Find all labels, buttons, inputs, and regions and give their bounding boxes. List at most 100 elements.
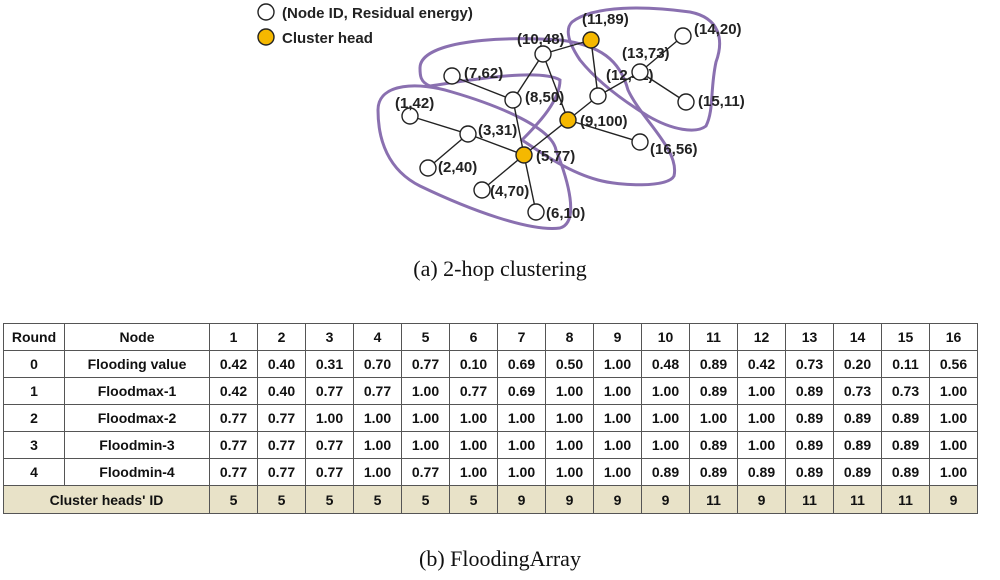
header-cell-9: 8 — [545, 323, 594, 351]
node-label-8: (8,50) — [525, 89, 564, 106]
value-cell: 1.00 — [497, 431, 546, 459]
value-cell: 1.00 — [545, 458, 594, 486]
node-6 — [527, 203, 545, 221]
value-cell: 1.00 — [641, 404, 690, 432]
cluster-outline-5 — [376, 84, 573, 230]
header-cell-16: 15 — [881, 323, 930, 351]
header-cell-10: 9 — [593, 323, 642, 351]
value-cell: 0.77 — [257, 431, 306, 459]
value-cell: 0.50 — [545, 350, 594, 378]
node-label-15: (15,11) — [698, 93, 745, 110]
value-cell: 0.77 — [401, 458, 450, 486]
value-cell: 0.42 — [209, 377, 258, 405]
value-cell: 1.00 — [401, 431, 450, 459]
value-cell: 1.00 — [641, 377, 690, 405]
node-label-10: (10,48) — [517, 31, 565, 48]
nodes-layer: (1,42)(2,40)(3,31)(4,70)(5,77)(6,10)(7,6… — [395, 11, 745, 222]
node-label-1: (1,42) — [395, 95, 434, 112]
value-cell: 0.77 — [449, 377, 498, 405]
value-cell: 1.00 — [353, 431, 402, 459]
value-cell: 0.89 — [785, 431, 834, 459]
cluster-head-id-cell: 5 — [209, 485, 258, 514]
caption-b: (b) FloodingArray — [419, 546, 581, 571]
value-cell: 1.00 — [449, 458, 498, 486]
value-cell: 0.77 — [209, 458, 258, 486]
node-12 — [589, 87, 607, 105]
cluster-head-id-cell: 11 — [689, 485, 738, 514]
value-cell: 0.77 — [257, 404, 306, 432]
value-cell: 1.00 — [593, 404, 642, 432]
node-label-2: (2,40) — [438, 159, 477, 176]
value-cell: 1.00 — [929, 431, 978, 459]
header-cell-1: Node — [64, 323, 210, 351]
value-cell: 0.89 — [641, 458, 690, 486]
value-cell: 1.00 — [737, 377, 786, 405]
edge-6-5 — [523, 154, 537, 213]
node-label-16: (16,56) — [650, 141, 698, 158]
value-cell: 1.00 — [929, 377, 978, 405]
header-cell-6: 5 — [401, 323, 450, 351]
header-cell-17: 16 — [929, 323, 978, 351]
cluster-head-id-cell: 11 — [833, 485, 882, 514]
value-cell: 0.40 — [257, 377, 306, 405]
value-cell: 0.89 — [833, 458, 882, 486]
cluster-head-node-11 — [582, 31, 600, 49]
value-cell: 1.00 — [545, 404, 594, 432]
value-cell: 1.00 — [545, 431, 594, 459]
edge-13-14 — [639, 35, 684, 73]
value-cell: 1.00 — [593, 431, 642, 459]
value-cell: 0.89 — [689, 431, 738, 459]
cluster-head-id-cell: 11 — [881, 485, 930, 514]
node-label-14: (14,20) — [694, 21, 742, 38]
cluster-head-id-cell: 9 — [545, 485, 594, 514]
value-cell: 0.40 — [257, 350, 306, 378]
cluster-head-id-cell: 5 — [353, 485, 402, 514]
edge-10-9 — [542, 53, 569, 121]
value-cell: 0.11 — [881, 350, 930, 378]
edge-1-3 — [409, 115, 469, 135]
round-cell: 2 — [3, 404, 65, 432]
value-cell: 0.77 — [209, 404, 258, 432]
round-cell: 1 — [3, 377, 65, 405]
value-cell: 0.31 — [305, 350, 354, 378]
value-cell: 1.00 — [737, 404, 786, 432]
node-cell: Floodmax-1 — [64, 377, 210, 405]
value-cell: 0.89 — [689, 377, 738, 405]
value-cell: 1.00 — [929, 458, 978, 486]
header-cell-15: 14 — [833, 323, 882, 351]
value-cell: 1.00 — [353, 458, 402, 486]
value-cell: 1.00 — [497, 458, 546, 486]
node-cell: Floodmin-4 — [64, 458, 210, 486]
value-cell: 1.00 — [401, 404, 450, 432]
edge-8-5 — [512, 99, 525, 156]
cluster-head-id-cell: 9 — [593, 485, 642, 514]
legend: (Node ID, Residual energy) Cluster head — [257, 3, 473, 47]
value-cell: 0.77 — [305, 431, 354, 459]
value-cell: 1.00 — [353, 404, 402, 432]
header-cell-7: 6 — [449, 323, 498, 351]
round-cell: 3 — [3, 431, 65, 459]
cluster-head-id-cell: 5 — [305, 485, 354, 514]
node-2 — [419, 159, 437, 177]
clustering-diagram: (1,42)(2,40)(3,31)(4,70)(5,77)(6,10)(7,6… — [257, 3, 745, 230]
edge-11-12 — [590, 39, 599, 97]
header-cell-11: 10 — [641, 323, 690, 351]
node-label-11: (11,89) — [582, 11, 629, 28]
node-label-6: (6,10) — [546, 205, 585, 222]
value-cell: 0.77 — [305, 458, 354, 486]
node-1 — [401, 107, 419, 125]
value-cell: 0.10 — [449, 350, 498, 378]
cluster-head-id-cell: 5 — [449, 485, 498, 514]
value-cell: 0.42 — [737, 350, 786, 378]
cluster-outline-11 — [566, 6, 721, 132]
value-cell: 0.89 — [881, 458, 930, 486]
value-cell: 0.73 — [881, 377, 930, 405]
node-label-13: (13,73) — [622, 45, 670, 62]
